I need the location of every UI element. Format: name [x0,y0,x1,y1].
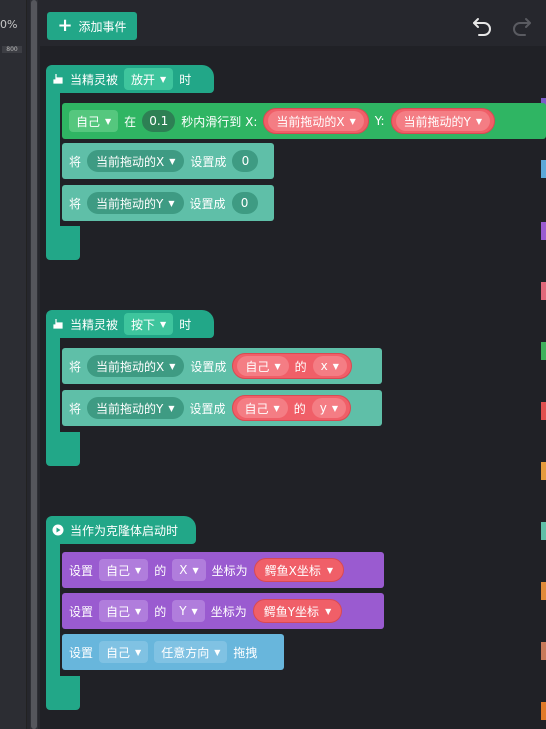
variable-dropdown[interactable]: 当前拖动的Y▼ [87,397,184,419]
plus-icon: + [57,15,73,36]
set-variable-block[interactable]: 将 当前拖动的X▼ 设置成 自己▼ 的 x▼ [62,348,382,384]
hat-suffix: 时 [179,72,192,87]
block-text: 设置 [69,645,94,660]
target-dropdown[interactable]: 自己▼ [99,600,149,622]
axis-dropdown[interactable]: X▼ [172,559,206,581]
variable-dropdown[interactable]: 当前拖动的X▼ [87,150,185,172]
target-dropdown[interactable]: 自己▼ [99,641,149,663]
property-reporter[interactable]: 自己▼ 的 x▼ [232,353,352,379]
hand-icon [53,319,63,329]
target-dropdown[interactable]: 自己▼ [99,559,149,581]
event-hat-clone-start[interactable]: 当作为克隆体启动时 [46,516,196,544]
category-tick [541,160,546,178]
event-hat-press[interactable]: 当精灵被 按下▼ 时 [46,310,214,338]
block-text: Y: [374,114,385,128]
variable-dropdown[interactable]: 当前拖动的X▼ [87,355,185,377]
add-event-label: 添加事件 [78,19,127,34]
property-reporter[interactable]: 自己▼ 的 y▼ [231,395,351,421]
variable-reporter[interactable]: 鳄鱼Y坐标▼ [252,599,343,623]
script-foot [46,226,80,260]
axis-dropdown[interactable]: Y▼ [172,600,205,622]
block-text: 将 [69,196,82,211]
block-text: 的 [294,359,307,374]
x-variable-dropdown[interactable]: 当前拖动的X▼ [268,111,364,131]
hat-suffix: 时 [179,317,192,332]
play-icon [52,524,64,536]
redo-icon[interactable] [510,14,534,38]
set-coordinate-block[interactable]: 设置 自己▼ 的 Y▼ 坐标为 鳄鱼Y坐标▼ [62,593,384,629]
set-coordinate-block[interactable]: 设置 自己▼ 的 X▼ 坐标为 鳄鱼X坐标▼ [62,552,384,588]
variable-reporter[interactable]: 鳄鱼X坐标▼ [253,558,344,582]
set-drag-block[interactable]: 设置 自己▼ 任意方向▼ 拖拽 [62,634,284,670]
block-text: 设置成 [190,154,227,169]
seconds-input[interactable]: 0.1 [142,110,176,132]
vertical-scrollbar-thumb[interactable] [31,0,37,729]
hat-label: 当精灵被 [70,72,119,87]
hand-icon [53,74,63,84]
zoom-label: 0% [0,18,18,31]
property-dropdown[interactable]: y▼ [311,398,346,418]
target-dropdown[interactable]: 自己▼ [69,110,119,132]
y-reporter[interactable]: 当前拖动的Y▼ [390,108,496,134]
category-tick [541,402,546,420]
hat-label: 当精灵被 [70,317,119,332]
block-text: 拖拽 [233,645,258,660]
category-tick [541,582,546,600]
x-reporter[interactable]: 当前拖动的X▼ [263,108,369,134]
block-text: 的 [154,604,167,619]
direction-dropdown[interactable]: 任意方向▼ [154,641,228,663]
variable-dropdown[interactable]: 当前拖动的Y▼ [87,192,184,214]
block-text: 将 [69,401,82,416]
hat-option-dropdown[interactable]: 放开▼ [124,68,174,90]
category-tick [541,642,546,660]
set-variable-block[interactable]: 将 当前拖动的Y▼ 设置成 自己▼ 的 y▼ [62,390,382,426]
block-text: 将 [69,359,82,374]
value-input[interactable]: 0 [231,192,258,214]
object-dropdown[interactable]: 自己▼ [236,398,288,418]
category-tick [541,342,546,360]
y-variable-dropdown[interactable]: 当前拖动的Y▼ [395,111,491,131]
hat-label: 当作为克隆体启动时 [70,523,179,538]
value-input[interactable]: 0 [232,150,259,172]
script-spine [46,93,60,233]
script-spine [46,544,60,684]
block-text: 设置成 [189,401,226,416]
glide-block[interactable]: 自己▼ 在 0.1 秒内滑行到 X: 当前拖动的X▼ Y: 当前拖动的Y▼ [62,103,546,139]
undo-icon[interactable] [470,14,494,38]
add-event-button[interactable]: + 添加事件 [47,12,137,40]
category-tick [541,282,546,300]
ruler-marker: 800 [2,46,22,53]
script-foot [46,432,80,466]
block-text: 设置 [69,563,94,578]
block-text: 秒内滑行到 X: [181,114,258,129]
script-foot [46,676,80,710]
category-tick [541,702,546,720]
block-text: 的 [293,401,306,416]
block-text: 设置成 [189,196,226,211]
set-variable-block[interactable]: 将 当前拖动的Y▼ 设置成 0 [62,185,274,221]
event-hat-release[interactable]: 当精灵被 放开▼ 时 [46,65,214,93]
left-panel-edge: 0% 800 [0,0,27,729]
property-dropdown[interactable]: x▼ [312,356,347,376]
block-text: 将 [69,154,82,169]
block-text: 的 [154,563,167,578]
block-text: 设置 [69,604,94,619]
block-text: 坐标为 [210,604,247,619]
category-tick [541,462,546,480]
category-tick [541,222,546,240]
hat-option-dropdown[interactable]: 按下▼ [124,313,174,335]
block-text: 在 [124,114,137,129]
set-variable-block[interactable]: 将 当前拖动的X▼ 设置成 0 [62,143,274,179]
script-spine [46,338,60,438]
block-text: 设置成 [190,359,227,374]
object-dropdown[interactable]: 自己▼ [237,356,289,376]
category-tick [541,522,546,540]
block-text: 坐标为 [211,563,248,578]
